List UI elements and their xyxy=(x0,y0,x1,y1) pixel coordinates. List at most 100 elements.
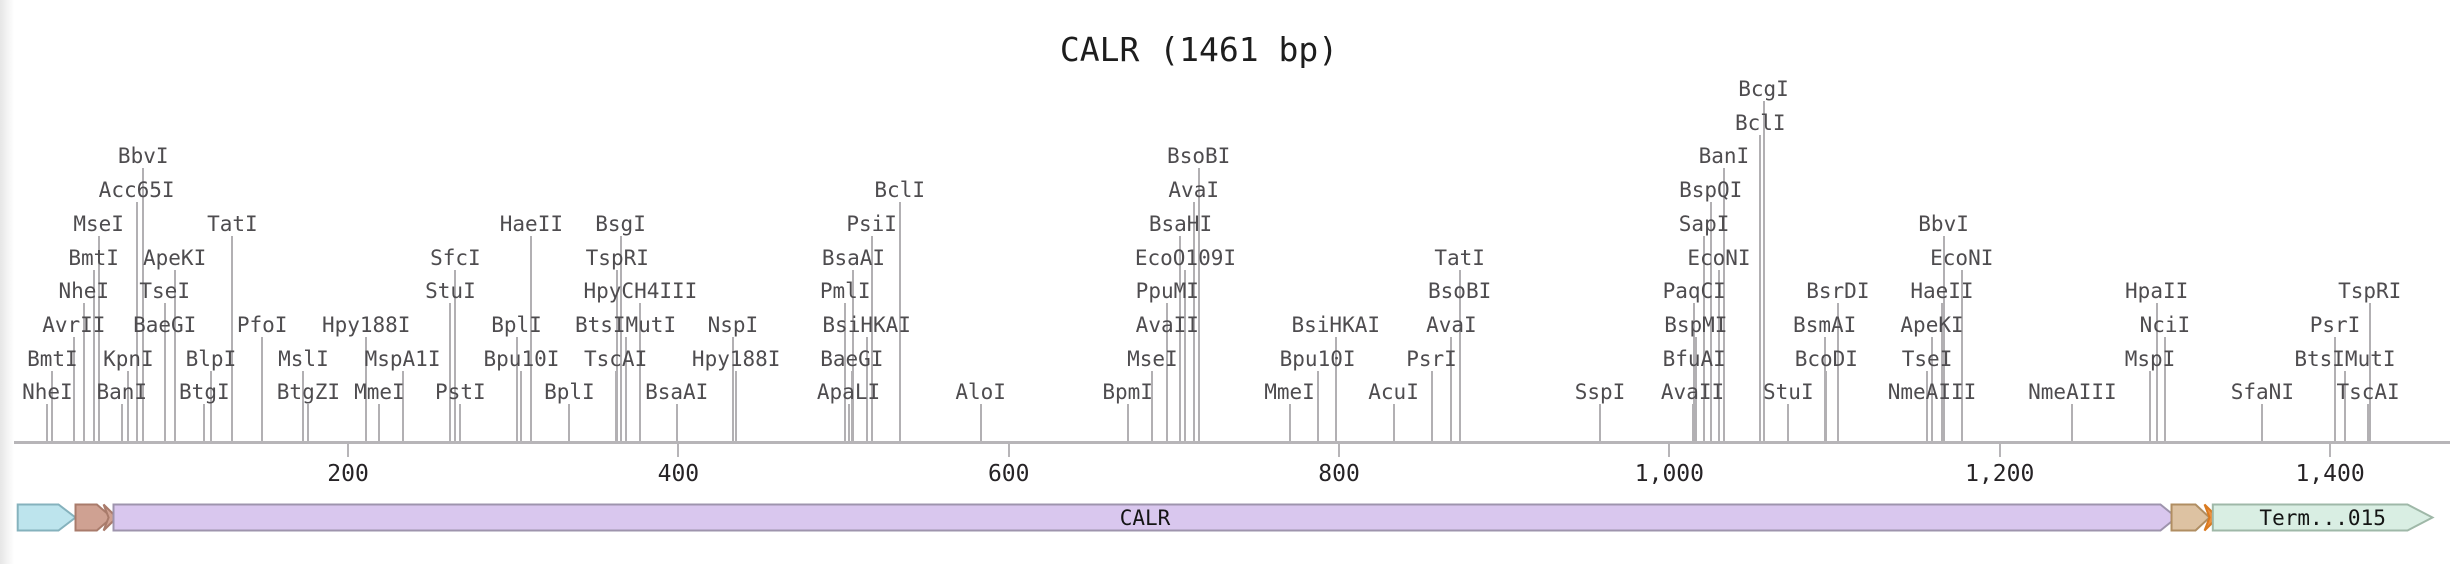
feature-arrow[interactable] xyxy=(16,503,78,532)
enzyme-label-bfuai[interactable]: BfuAI xyxy=(1662,346,1726,371)
feature-arrow[interactable] xyxy=(102,503,119,532)
enzyme-label-ecoo109i[interactable]: EcoO109I xyxy=(1134,245,1237,270)
enzyme-label-tati[interactable]: TatI xyxy=(207,211,258,236)
enzyme-label-econi[interactable]: EcoNI xyxy=(1930,245,1994,270)
enzyme-label-bsaai[interactable]: BsaAI xyxy=(645,380,709,405)
enzyme-label-msli[interactable]: MslI xyxy=(278,346,329,371)
enzyme-label-haeii[interactable]: HaeII xyxy=(499,211,563,236)
enzyme-label-msei[interactable]: MseI xyxy=(73,211,124,236)
enzyme-label-psii[interactable]: PsiI xyxy=(846,211,897,236)
enzyme-label-acui[interactable]: AcuI xyxy=(1368,380,1419,405)
enzyme-label-sspi[interactable]: SspI xyxy=(1574,380,1626,405)
enzyme-label-sfci[interactable]: SfcI xyxy=(430,245,481,270)
enzyme-label-bsahi[interactable]: BsaHI xyxy=(1148,211,1213,236)
enzyme-label-bbvi[interactable]: BbvI xyxy=(117,144,169,169)
enzyme-label-bpu10i[interactable]: Bpu10I xyxy=(483,346,560,371)
enzyme-label-paqci[interactable]: PaqCI xyxy=(1662,279,1726,304)
enzyme-label-apeki[interactable]: ApeKI xyxy=(143,245,207,270)
enzyme-label-bcli[interactable]: BclI xyxy=(874,178,925,203)
enzyme-label-econi[interactable]: EcoNI xyxy=(1687,245,1751,270)
enzyme-label-bcodi[interactable]: BcoDI xyxy=(1794,346,1858,371)
enzyme-label-sfani[interactable]: SfaNI xyxy=(2230,380,2294,405)
enzyme-label-tati[interactable]: TatI xyxy=(1434,245,1485,270)
enzyme-label-stui[interactable]: StuI xyxy=(425,279,476,304)
enzyme-label-bani[interactable]: BanI xyxy=(96,380,148,405)
enzyme-label-psri[interactable]: PsrI xyxy=(2309,312,2361,337)
enzyme-label-bmti[interactable]: BmtI xyxy=(27,346,78,371)
enzyme-label-mspa1i[interactable]: MspA1I xyxy=(364,346,441,371)
enzyme-label-baegi[interactable]: BaeGI xyxy=(820,346,884,371)
enzyme-label-kpni[interactable]: KpnI xyxy=(103,346,154,371)
enzyme-label-avaii[interactable]: AvaII xyxy=(1135,312,1199,337)
enzyme-label-bpmi[interactable]: BpmI xyxy=(1102,380,1153,405)
enzyme-label-baegi[interactable]: BaeGI xyxy=(133,312,197,337)
enzyme-label-nmeaiii[interactable]: NmeAIII xyxy=(2028,380,2117,405)
enzyme-label-bpli[interactable]: BplI xyxy=(544,380,595,405)
enzyme-label-ppumi[interactable]: PpuMI xyxy=(1135,279,1199,304)
enzyme-label-psti[interactable]: PstI xyxy=(435,380,486,405)
enzyme-label-tscai[interactable]: TscAI xyxy=(2336,380,2400,405)
feature-arrow[interactable] xyxy=(74,503,114,532)
enzyme-label-mmei[interactable]: MmeI xyxy=(354,380,405,405)
enzyme-label-hpy188i[interactable]: Hpy188I xyxy=(691,346,781,371)
enzyme-label-bsobi[interactable]: BsoBI xyxy=(1428,279,1492,304)
enzyme-label-tscai[interactable]: TscAI xyxy=(584,346,648,371)
enzyme-label-btsimuti[interactable]: BtsIMutI xyxy=(2294,346,2396,371)
enzyme-label-mmei[interactable]: MmeI xyxy=(1264,380,1315,405)
enzyme-label-bsihkai[interactable]: BsiHKAI xyxy=(822,312,911,337)
enzyme-label-avrii[interactable]: AvrII xyxy=(42,312,106,337)
enzyme-label-hpy188i[interactable]: Hpy188I xyxy=(321,312,411,337)
enzyme-label-avai[interactable]: AvaI xyxy=(1168,178,1219,203)
enzyme-label-sapi[interactable]: SapI xyxy=(1678,211,1730,236)
enzyme-label-tspri[interactable]: TspRI xyxy=(585,245,649,270)
enzyme-label-tspri[interactable]: TspRI xyxy=(2338,279,2402,304)
enzyme-label-avaii[interactable]: AvaII xyxy=(1660,380,1725,405)
enzyme-label-hpych4iii[interactable]: HpyCH4III xyxy=(583,279,698,304)
enzyme-label-bspmi[interactable]: BspMI xyxy=(1664,312,1728,337)
enzyme-label-mspi[interactable]: MspI xyxy=(2124,346,2176,371)
enzyme-label-apeki[interactable]: ApeKI xyxy=(1900,312,1964,337)
enzyme-label-aloi[interactable]: AloI xyxy=(955,380,1006,405)
enzyme-label-bsrdi[interactable]: BsrDI xyxy=(1806,279,1870,304)
enzyme-label-hpaii[interactable]: HpaII xyxy=(2125,279,2189,304)
feature-arrow[interactable] xyxy=(2170,503,2211,532)
axis-tick-label: 1,200 xyxy=(1965,461,2035,487)
enzyme-label-acc65i[interactable]: Acc65I xyxy=(98,178,175,203)
enzyme-label-bsobi[interactable]: BsoBI xyxy=(1167,144,1231,169)
enzyme-label-bpu10i[interactable]: Bpu10I xyxy=(1279,346,1356,371)
enzyme-label-pmli[interactable]: PmlI xyxy=(819,279,871,304)
enzyme-label-tsei[interactable]: TseI xyxy=(1901,346,1953,371)
enzyme-label-psri[interactable]: PsrI xyxy=(1406,346,1457,371)
enzyme-label-nmeaiii[interactable]: NmeAIII xyxy=(1887,380,1977,405)
enzyme-label-tsei[interactable]: TseI xyxy=(139,279,190,304)
site-line xyxy=(1184,269,1187,441)
enzyme-label-bsgi[interactable]: BsgI xyxy=(595,211,646,236)
enzyme-label-btsimuti[interactable]: BtsIMutI xyxy=(574,312,677,337)
enzyme-label-bcli[interactable]: BclI xyxy=(1734,110,1786,135)
enzyme-label-bmti[interactable]: BmtI xyxy=(68,245,119,270)
enzyme-label-bsaai[interactable]: BsaAI xyxy=(821,245,886,270)
enzyme-label-nhei[interactable]: NheI xyxy=(22,380,73,405)
enzyme-label-pfoi[interactable]: PfoI xyxy=(236,312,288,337)
enzyme-label-msei[interactable]: MseI xyxy=(1127,346,1178,371)
enzyme-label-blpi[interactable]: BlpI xyxy=(185,346,237,371)
enzyme-label-avai[interactable]: AvaI xyxy=(1426,312,1477,337)
enzyme-label-stui[interactable]: StuI xyxy=(1763,380,1814,405)
feature-term-015[interactable] xyxy=(2211,503,2435,532)
enzyme-label-btgi[interactable]: BtgI xyxy=(179,380,230,405)
enzyme-label-nhei[interactable]: NheI xyxy=(58,279,110,304)
enzyme-label-bbvi[interactable]: BbvI xyxy=(1918,211,1969,236)
enzyme-label-bani[interactable]: BanI xyxy=(1698,144,1750,169)
enzyme-label-haeii[interactable]: HaeII xyxy=(1910,279,1974,304)
enzyme-label-ncii[interactable]: NciI xyxy=(2139,312,2191,337)
enzyme-label-bspqi[interactable]: BspQI xyxy=(1679,178,1743,203)
enzyme-label-bsmai[interactable]: BsmAI xyxy=(1793,312,1857,337)
site-line xyxy=(231,235,234,441)
feature-calr[interactable] xyxy=(112,503,2179,532)
enzyme-label-bcgi[interactable]: BcgI xyxy=(1738,77,1789,101)
enzyme-label-apali[interactable]: ApaLI xyxy=(816,380,881,405)
enzyme-label-nspi[interactable]: NspI xyxy=(707,312,759,337)
enzyme-label-bpli[interactable]: BplI xyxy=(491,312,542,337)
enzyme-label-bsihkai[interactable]: BsiHKAI xyxy=(1291,312,1381,337)
enzyme-label-btgzi[interactable]: BtgZI xyxy=(276,380,340,405)
